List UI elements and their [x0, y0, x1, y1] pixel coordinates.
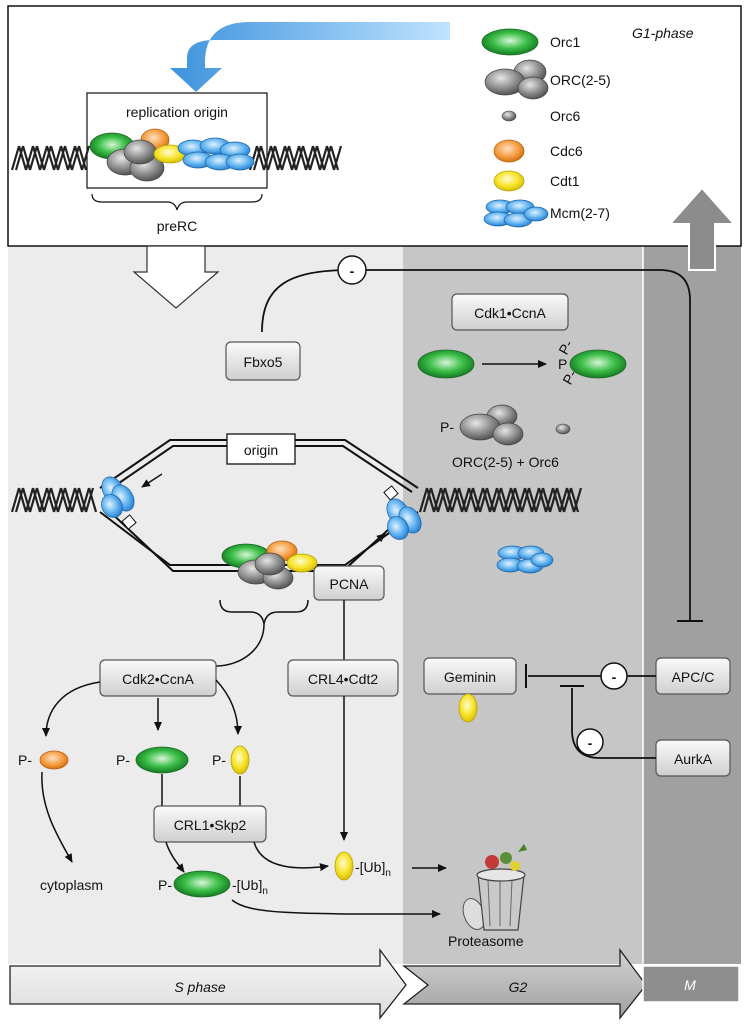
geminin-box: Geminin	[423, 657, 517, 695]
svg-text:-: -	[588, 735, 593, 751]
cdk1-ccna-box: Cdk1•CcnA	[451, 293, 569, 331]
ub-label-orc1: -[Ub]n	[232, 877, 268, 897]
s-phase-arrow-icon	[9, 948, 407, 1020]
svg-text:CRL1•Skp2: CRL1•Skp2	[174, 817, 247, 833]
prerc-label: preRC	[157, 218, 197, 234]
proteasome-label: Proteasome	[448, 933, 524, 949]
orc-2-5-legend-icon	[484, 59, 549, 100]
legend-orc2-5-label: ORC(2-5)	[550, 72, 611, 88]
orc1-ub-icon	[173, 870, 231, 898]
cdc6-phospho-icon	[39, 750, 69, 770]
p-label-cdc6: P-	[18, 752, 32, 768]
orc6-legend-icon	[501, 110, 517, 122]
orc-2-5-icon	[459, 404, 524, 446]
orc1-legend-icon	[481, 28, 539, 56]
g1-phase-label: G1-phase	[632, 25, 694, 41]
orc-plus-orc6-label: ORC(2-5) + Orc6	[452, 454, 559, 470]
proteasome-trash-icon	[462, 844, 527, 931]
down-arrow-icon	[132, 245, 220, 309]
legend-cdc6-label: Cdc6	[550, 143, 583, 159]
minus-circle-aurka	[576, 728, 604, 756]
legend-cdt1-label: Cdt1	[550, 173, 580, 189]
orc1-phospho-icon	[569, 349, 627, 379]
cdc6-legend-icon	[493, 139, 525, 163]
g1-phase-panel	[7, 5, 742, 247]
fbxo5-box: Fbxo5	[225, 341, 301, 381]
p-label-orc1: P	[558, 356, 567, 372]
aurka-box: AurkA	[655, 739, 731, 777]
minus-circle-fbxo5	[337, 255, 367, 285]
cdt1-geminin-icon	[458, 693, 478, 723]
crl1-skp2-box: CRL1•Skp2	[153, 805, 267, 843]
svg-text:AurkA: AurkA	[674, 751, 713, 767]
g2-phase-label: G2	[509, 979, 528, 995]
svg-text:-: -	[350, 263, 355, 279]
m-phase-label: M	[684, 977, 696, 993]
legend-mcm-label: Mcm(2-7)	[550, 205, 610, 221]
crl4-cdt2-box: CRL4•Cdt2	[287, 659, 399, 697]
svg-text:APC/C: APC/C	[672, 669, 715, 685]
mcm-fork-left	[101, 476, 135, 518]
cdt1-legend-icon	[493, 170, 525, 192]
s-phase-panel	[8, 246, 403, 964]
cdt1-phospho-icon	[230, 745, 250, 775]
p-label-cdt1: P-	[212, 752, 226, 768]
orc1-phospho-icon-2	[135, 746, 189, 774]
svg-text:Cdk2•CcnA: Cdk2•CcnA	[122, 671, 194, 687]
p-label-orc: P-	[440, 419, 454, 435]
mcm-fork-right	[386, 498, 422, 540]
svg-text:PCNA: PCNA	[330, 576, 370, 592]
replication-origin-label: replication origin	[126, 104, 228, 120]
origin-label: origin	[244, 442, 278, 458]
svg-text:Geminin: Geminin	[444, 669, 496, 685]
prerc-bracket	[91, 193, 263, 211]
g2-phase-arrow-icon	[402, 948, 647, 1020]
legend: Orc1 ORC(2-5) Orc6 Cdc6 Cdt1 Mcm(2-7)	[481, 28, 611, 228]
orc6-icon	[555, 423, 571, 435]
m-to-g1-arrow-icon	[667, 186, 737, 271]
blue-curved-arrow-icon	[170, 22, 450, 92]
svg-text:-: -	[612, 669, 617, 685]
pcna-box: PCNA	[313, 565, 385, 601]
mcm-legend-icon	[483, 199, 549, 228]
p-label-ub: P-	[158, 877, 172, 893]
dna-helix-middle	[10, 487, 583, 513]
cdt1-ub-icon	[334, 851, 354, 881]
legend-orc6-label: Orc6	[550, 108, 581, 124]
origin-box	[226, 433, 296, 465]
mcm-g2	[496, 545, 554, 574]
minus-circle-apc	[600, 662, 628, 690]
prerc-complex	[89, 128, 255, 182]
m-phase-panel	[643, 246, 741, 964]
svg-text:Fbxo5: Fbxo5	[244, 354, 283, 370]
s-phase-label: S phase	[174, 979, 226, 995]
dna-helix-top	[10, 145, 343, 171]
ub-label-cdt1: -[Ub]n	[355, 859, 391, 879]
svg-text:CRL4•Cdt2: CRL4•Cdt2	[308, 671, 378, 687]
orc-complex-bubble	[221, 540, 318, 590]
p-label-orc1b: P-	[116, 752, 130, 768]
apc-c-box: APC/C	[655, 657, 731, 695]
legend-orc1-label: Orc1	[550, 34, 581, 50]
cytoplasm-label: cytoplasm	[40, 877, 103, 893]
svg-text:Cdk1•CcnA: Cdk1•CcnA	[474, 305, 546, 321]
m-phase-block	[642, 965, 740, 1003]
orc1-icon	[417, 349, 475, 379]
cdk2-ccna-box: Cdk2•CcnA	[99, 659, 217, 697]
